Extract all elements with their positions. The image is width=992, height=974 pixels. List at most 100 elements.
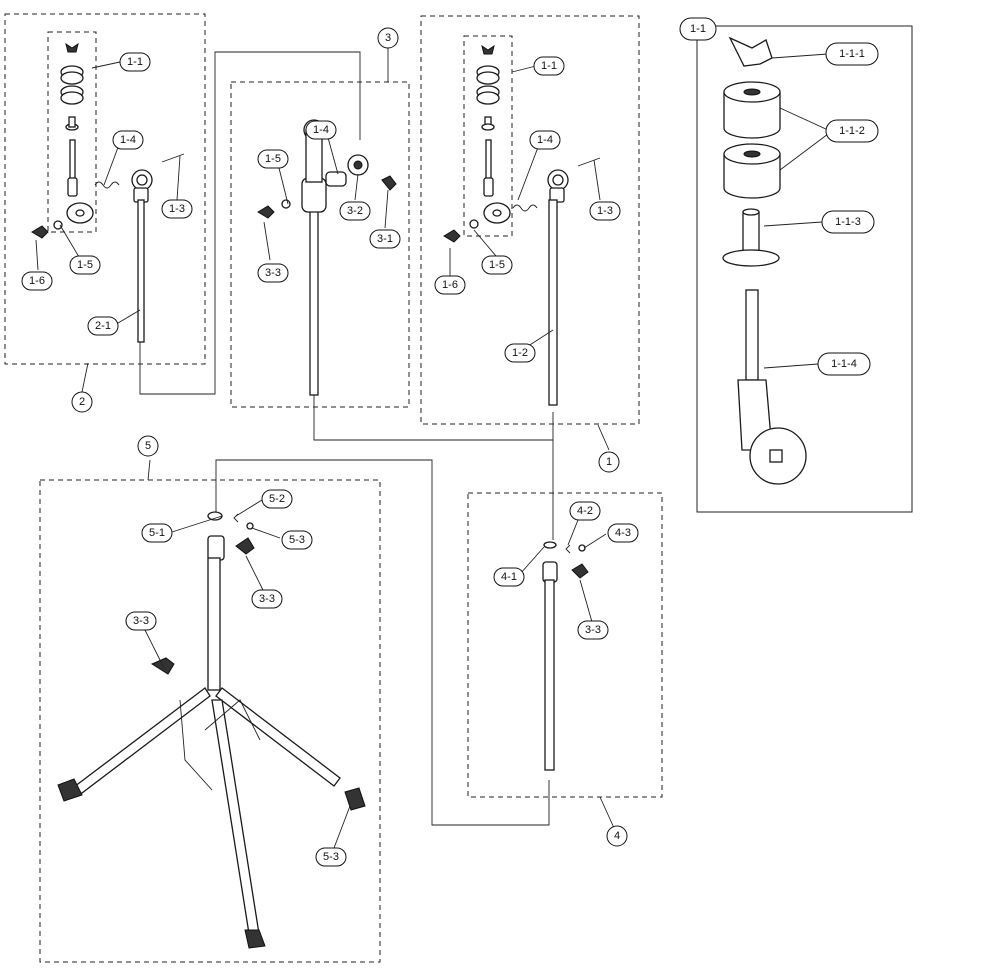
assembly-label-3 — [377, 27, 399, 49]
felt-large-icon — [723, 154, 781, 199]
assembly-2-parts — [31, 42, 185, 343]
svg-text:3-3: 3-3 — [259, 593, 275, 605]
wing-bolt-icon — [571, 563, 589, 579]
washer-icon — [53, 220, 63, 230]
svg-text:1-4: 1-4 — [313, 124, 329, 136]
part-label-1-1-1: 1-1-1 — [825, 42, 879, 66]
part-label-1-6-a: 1-6 — [21, 271, 53, 291]
spring-icon — [512, 204, 538, 212]
svg-text:1-1-4: 1-1-4 — [831, 358, 857, 370]
rubber-foot-icon — [244, 929, 266, 949]
rod-4-icon — [544, 579, 555, 771]
rod-3-icon — [309, 209, 319, 396]
part-label-5-1: 5-1 — [141, 523, 173, 543]
svg-text:4-3: 4-3 — [615, 527, 631, 539]
part-label-1-3-b: 1-3 — [589, 201, 621, 221]
part-label-1-4-a: 1-4 — [112, 130, 144, 150]
assembly-label-5 — [137, 435, 159, 457]
part-label-1-4-c: 1-4 — [529, 130, 561, 150]
wing-nut-icon — [481, 44, 495, 55]
part-label-1-4-b: 1-4 — [305, 120, 337, 140]
svg-text:5-3: 5-3 — [323, 851, 339, 863]
svg-text:4-2: 4-2 — [577, 505, 593, 517]
part-label-2-1: 2-1 — [87, 316, 119, 336]
wing-bolt-icon — [257, 205, 275, 219]
svg-text:1-1: 1-1 — [127, 56, 143, 68]
part-label-1-1-b: 1-1 — [533, 56, 565, 76]
svg-text:1-1-1: 1-1-1 — [839, 48, 865, 60]
assembly-label-1 — [598, 451, 620, 473]
svg-text:2-1: 2-1 — [95, 320, 111, 332]
assembly-5-text: 5 — [145, 440, 151, 452]
spring-icon — [325, 171, 347, 187]
part-label-1-1-a: 1-1 — [119, 52, 151, 72]
part-label-3-1: 3-1 — [369, 229, 401, 249]
svg-text:3-3: 3-3 — [585, 624, 601, 636]
assembly-4-box — [467, 492, 663, 798]
assembly-4-parts — [542, 541, 589, 771]
svg-text:1-1: 1-1 — [690, 23, 706, 35]
assembly-1-box — [420, 15, 640, 425]
bushing-icon — [207, 511, 223, 521]
rubber-foot-icon — [57, 778, 83, 802]
part-label-3-2: 3-2 — [339, 201, 371, 221]
part-label-3-3-d: 3-3 — [577, 620, 609, 640]
svg-text:1-6: 1-6 — [29, 275, 45, 287]
wing-nut-icon — [65, 42, 79, 53]
svg-text:1-3: 1-3 — [169, 203, 185, 215]
part-label-1-1-3: 1-1-3 — [821, 210, 875, 234]
svg-text:1-6: 1-6 — [442, 279, 458, 291]
tripod-leg-center-icon — [211, 699, 261, 941]
svg-text:5-2: 5-2 — [269, 493, 285, 505]
wing-bolt-icon — [235, 537, 255, 555]
svg-text:3-1: 3-1 — [377, 233, 393, 245]
assembly-label-2 — [71, 391, 93, 413]
assembly-1-parts — [443, 44, 601, 406]
svg-text:1-5: 1-5 — [489, 259, 505, 271]
part-label-4-1: 4-1 — [493, 567, 525, 587]
tripod-leg-right-icon — [215, 687, 341, 787]
part-label-3-3-b: 3-3 — [251, 589, 283, 609]
clip-icon — [565, 544, 571, 554]
tripod-tube-icon — [207, 557, 221, 691]
rubber-foot-icon — [344, 787, 366, 811]
spring-icon — [94, 181, 120, 189]
detail-title-bubble: 1-1 — [679, 17, 717, 41]
wing-bolt-icon — [31, 225, 49, 239]
svg-text:1-3: 1-3 — [597, 205, 613, 217]
assembly-3-text: 3 — [385, 32, 391, 44]
assembly-2-box — [4, 13, 206, 365]
assembly-5-box — [39, 479, 381, 963]
part-label-1-5-c: 1-5 — [481, 255, 513, 275]
part-label-5-3-a: 5-3 — [281, 530, 313, 550]
part-label-3-3-a: 3-3 — [257, 263, 289, 283]
screw-icon — [161, 153, 185, 163]
svg-text:5-3: 5-3 — [289, 534, 305, 546]
assembly-5-parts — [57, 511, 366, 949]
rod-1-2-icon — [548, 199, 558, 406]
svg-text:3-3: 3-3 — [133, 615, 149, 627]
svg-text:1-2: 1-2 — [512, 347, 528, 359]
part-label-4-3: 4-3 — [607, 523, 639, 543]
connector-2-to-3 — [139, 51, 361, 395]
wing-bolt-icon — [381, 175, 397, 191]
screw-icon — [577, 157, 601, 167]
svg-text:4-1: 4-1 — [501, 571, 517, 583]
washer-icon — [281, 199, 291, 209]
svg-text:1-5: 1-5 — [77, 259, 93, 271]
assembly-4-text: 4 — [614, 830, 620, 842]
sub-1-1-box-left — [47, 31, 97, 233]
part-label-3-3-c: 3-3 — [125, 611, 157, 631]
detail-1-1-box — [696, 25, 913, 513]
tilter-bolt-icon — [69, 139, 76, 181]
svg-text:1-5: 1-5 — [265, 153, 281, 165]
tripod-leg-left-icon — [68, 687, 211, 797]
part-label-1-6-b: 1-6 — [434, 275, 466, 295]
part-label-1-1-2: 1-1-2 — [825, 119, 879, 143]
assembly-2-text: 2 — [79, 396, 85, 408]
svg-text:3-2: 3-2 — [347, 205, 363, 217]
sub-1-1-box-right — [463, 35, 513, 237]
rod-2-1-icon — [137, 199, 145, 343]
assembly-label-4 — [606, 825, 628, 847]
